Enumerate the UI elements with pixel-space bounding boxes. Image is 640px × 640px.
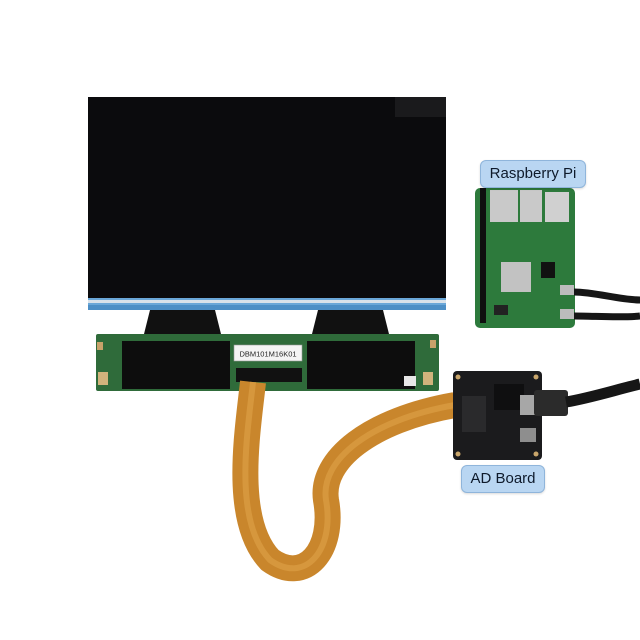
raspberry-pi-cables	[573, 288, 640, 321]
raspberry-pi-label: Raspberry Pi	[480, 160, 586, 188]
ad-board-label: AD Board	[461, 465, 545, 493]
hdmi-cable	[534, 378, 640, 416]
raspberry-pi-board	[475, 188, 575, 328]
pcb-model-text: DBM101M16K01	[239, 350, 296, 359]
fpc-connector	[236, 368, 302, 382]
pcb-model-sticker: DBM101M16K01	[233, 344, 303, 362]
driver-pcb	[96, 334, 439, 391]
ad-board	[453, 371, 542, 460]
panel-connectors	[143, 310, 390, 338]
lcd-panel	[88, 97, 446, 310]
flex-ribbon-cable	[232, 380, 458, 582]
